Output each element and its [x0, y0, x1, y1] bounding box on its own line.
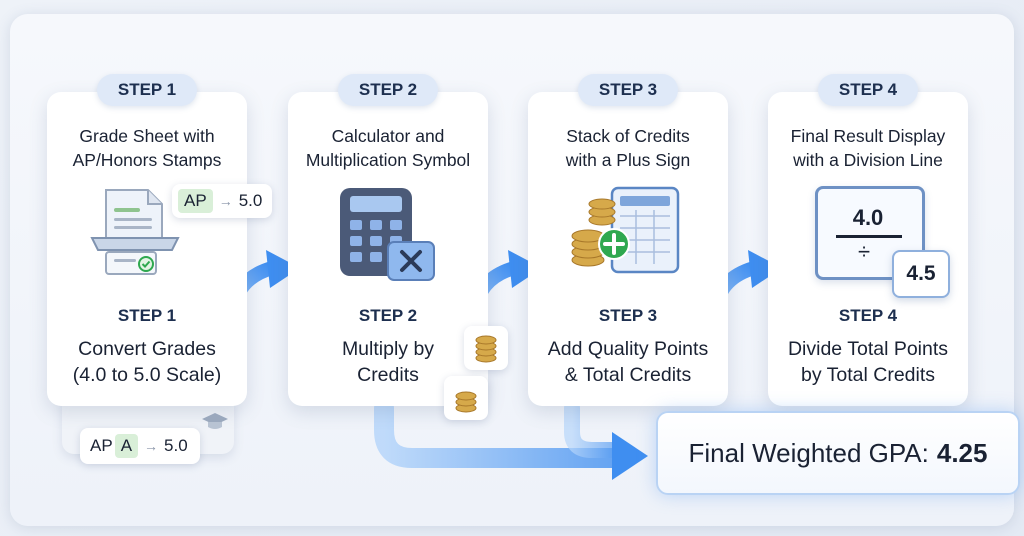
step4-description: Divide Total Points by Total Credits — [758, 336, 978, 388]
coin-stack-tile-2 — [444, 376, 488, 420]
division-denominator-box: 4.5 — [892, 250, 950, 298]
ap-conversion-label: AP — [90, 436, 113, 455]
final-gpa-label: Final Weighted GPA: — [688, 437, 929, 468]
step3-description-line1: Add Quality Points — [547, 338, 709, 360]
step2-title-line1: Calculator and — [331, 126, 445, 146]
flow-arrowhead-result — [612, 432, 648, 480]
step4-description-line2: by Total Credits — [800, 364, 936, 386]
step1-description-line2: (4.0 to 5.0 Scale) — [72, 364, 222, 386]
flow-path-step3-to-result — [564, 400, 628, 458]
arrow-right-icon: → — [218, 193, 233, 209]
credits-stack-icon — [571, 186, 680, 274]
step2-pill: STEP 2 — [338, 74, 438, 106]
step4-title-line1: Final Result Display — [790, 126, 946, 146]
ap-conversion-chip: AP A → 5.0 — [80, 428, 200, 464]
ap-conversion-grade: A — [114, 434, 139, 458]
coin-stack-tile-1 — [464, 326, 508, 370]
step4-description-line1: Divide Total Points — [787, 338, 949, 360]
division-line — [836, 235, 902, 238]
step2-title-line2: Multiplication Symbol — [305, 150, 471, 170]
division-symbol: ÷ — [858, 239, 871, 264]
step3-description: Add Quality Points & Total Credits — [518, 336, 738, 388]
step3-description-line2: & Total Credits — [564, 364, 692, 386]
step4-pill: STEP 4 — [818, 74, 918, 106]
step2-title: Calculator and Multiplication Symbol — [278, 124, 498, 172]
step1-label: STEP 1 — [117, 306, 177, 325]
step4-title-line2: with a Division Line — [793, 150, 943, 170]
step3-title-line1: Stack of Credits — [566, 126, 690, 146]
step4-label: STEP 4 — [838, 306, 898, 325]
ap-stamp-tag: AP — [178, 189, 213, 213]
arrow-right-icon: → — [144, 438, 159, 454]
flow-path-to-result — [374, 398, 630, 468]
step1-title-line1: Grade Sheet with — [79, 126, 215, 146]
step2-description-line1: Multiply by — [341, 338, 435, 360]
step3-pill: STEP 3 — [578, 74, 678, 106]
step2-label: STEP 2 — [358, 306, 418, 325]
step1-description: Convert Grades (4.0 to 5.0 Scale) — [37, 336, 257, 388]
division-numerator: 4.0 — [852, 205, 884, 230]
ap-stamp-chip: AP → 5.0 — [172, 184, 273, 218]
grade-sheet-icon — [90, 189, 180, 275]
step2-description-line2: Credits — [357, 364, 419, 386]
ap-conversion-value: 5.0 — [164, 436, 188, 455]
step3-label: STEP 3 — [598, 306, 658, 325]
coin-stack-icon — [455, 391, 477, 413]
step3-title-line2: with a Plus Sign — [565, 150, 691, 170]
final-gpa-result: Final Weighted GPA: 4.25 — [656, 411, 1020, 495]
step4-title: Final Result Display with a Division Lin… — [758, 124, 978, 172]
step2-description: Multiply by Credits — [278, 336, 498, 388]
step1-description-line1: Convert Grades — [78, 338, 216, 360]
step3-title: Stack of Credits with a Plus Sign — [518, 124, 738, 172]
step1-pill: STEP 1 — [97, 74, 197, 106]
ap-stamp-value: 5.0 — [238, 191, 263, 210]
graduation-cap-icon — [202, 413, 228, 429]
division-denominator: 4.5 — [906, 262, 936, 285]
step1-title-line2: AP/Honors Stamps — [72, 150, 222, 170]
calculator-icon — [340, 188, 435, 281]
coin-stack-icon — [475, 335, 497, 363]
step1-title: Grade Sheet with AP/Honors Stamps — [37, 124, 257, 172]
final-gpa-value: 4.25 — [936, 437, 988, 468]
